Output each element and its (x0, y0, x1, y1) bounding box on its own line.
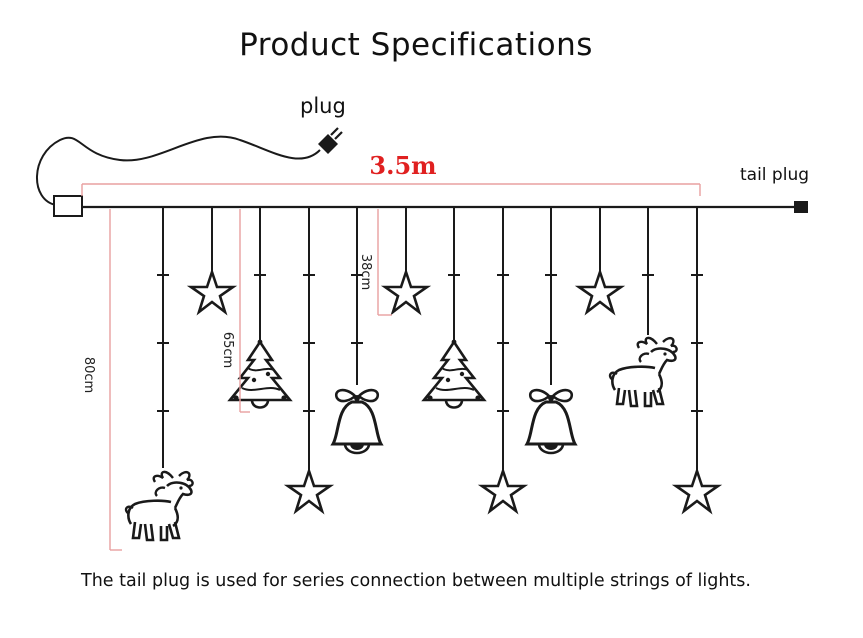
star-pendant (480, 469, 526, 513)
drop-80cm-label: 80cm (81, 357, 96, 393)
christmas-tree-pendant (228, 338, 292, 409)
drop-80cm-dimension (109, 209, 122, 551)
length-label: 3.5m (369, 151, 436, 180)
tail-plug-icon (794, 201, 808, 213)
tail-plug-label: tail plug (740, 165, 809, 185)
reindeer-pendant (608, 336, 678, 408)
led-ticks (157, 274, 703, 412)
drop-65cm-dimension (239, 209, 250, 413)
bell-pendant (331, 388, 383, 455)
bell-pendant (525, 388, 577, 455)
star-pendant (189, 270, 235, 314)
reindeer-pendant (124, 470, 194, 542)
plug-label: plug (300, 94, 346, 118)
length-dimension (81, 183, 701, 196)
footnote: The tail plug is used for series connect… (80, 571, 751, 591)
drop-wires (162, 207, 698, 470)
drop-38cm-label: 38cm (358, 254, 373, 290)
christmas-tree-pendant (422, 338, 486, 409)
controller-box (53, 195, 83, 217)
star-pendant (286, 469, 332, 513)
page-title: Product Specifications (239, 27, 593, 63)
star-pendant (383, 270, 429, 314)
drop-65cm-label: 65cm (220, 332, 235, 368)
plug-icon (318, 127, 343, 154)
power-cord (36, 135, 321, 206)
star-pendant (674, 469, 720, 513)
drop-38cm-dimension (377, 209, 392, 316)
star-pendant (577, 270, 623, 314)
